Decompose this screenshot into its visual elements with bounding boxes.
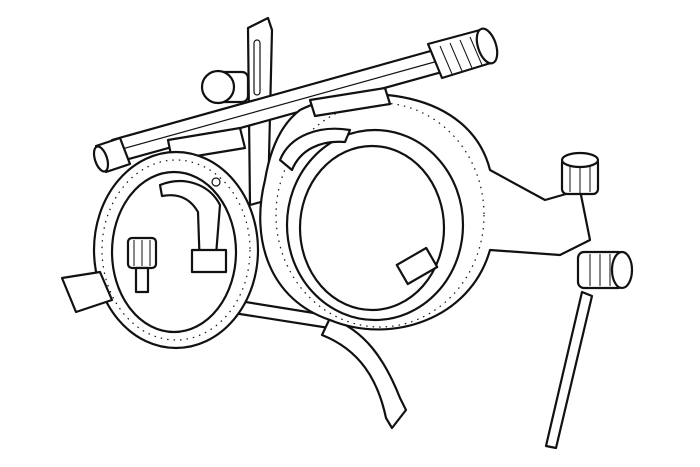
right-temple-knob-upper — [560, 151, 600, 196]
right-temple-knob-lower — [576, 250, 634, 290]
right-temple-arm — [544, 290, 594, 450]
left-temple-stub — [60, 270, 114, 314]
right-bar-knob — [426, 27, 499, 80]
left-bar-knob — [92, 136, 132, 174]
pd-adjust-knob — [200, 69, 250, 105]
left-axis-knob — [126, 236, 158, 294]
pillar-slot — [253, 39, 261, 96]
right-lens-cell — [259, 86, 592, 331]
nose-piece — [320, 316, 408, 430]
